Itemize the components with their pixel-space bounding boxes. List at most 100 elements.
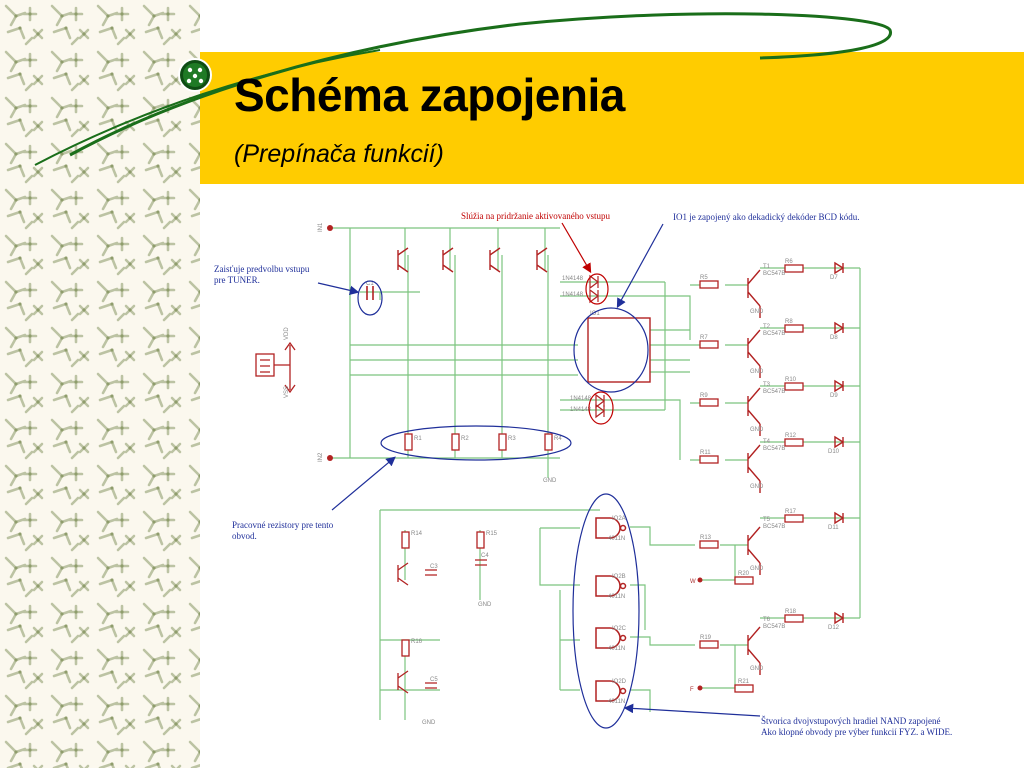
component-label: R2 [461,436,469,442]
component-label: 1N4148 [562,276,584,282]
component-label: T5 [763,517,771,523]
arrow-preselect [317,282,360,296]
component-label: R15 [486,531,498,537]
component-label: 4011N [608,699,625,705]
component-label: R5 [700,275,708,281]
component-label: R12 [785,433,797,439]
component-label: IO1 [590,311,600,317]
component-label: R14 [411,531,423,537]
component-label: GND [750,309,764,315]
component-label: GND [750,427,764,433]
component-label: R21 [738,679,750,685]
component-label: R10 [785,377,797,383]
component-label: GND [750,566,764,572]
component-label: R20 [738,571,750,577]
annotation-holding: Slúžia na pridržanie aktivovaného vstupu [461,211,610,221]
component-label: GND [750,666,764,672]
component-label: IO2A [612,516,626,522]
component-label: T2 [763,324,771,330]
component-label: T4 [763,439,771,445]
highlight-io1 [573,307,649,393]
component-label: R9 [700,393,708,399]
highlight-diodes-top [585,273,609,305]
component-label: R1 [414,436,422,442]
component-label: D9 [830,393,838,399]
annotation-line: Zaisťuje predvolbu vstupu [214,264,310,274]
component-label: D8 [830,335,838,341]
component-label: C3 [430,564,438,570]
component-label: W [690,579,696,585]
component-label: T1 [763,264,771,270]
component-label: IO2C [612,626,627,632]
annotation-resistors: Pracovné rezistory pre tento obvod. [232,520,333,542]
annotation-line: Štvorica dvojvstupových hradiel NAND zap… [761,716,941,726]
component-label: T6 [763,617,771,623]
highlight-resistors [380,425,572,461]
arrow-io1 [616,223,664,309]
component-label: D12 [828,625,840,631]
component-label: IO2D [612,679,627,685]
component-label: T3 [763,382,771,388]
component-label: C1 [366,281,374,287]
component-label: R13 [700,535,712,541]
component-label: 1N4148 [562,292,584,298]
component-label: 1N4148 [570,407,592,413]
component-label: BC547B [763,271,785,277]
component-label: D11 [828,525,839,531]
annotation-line: Ako klopné obvody pre výber funkcií FYZ.… [761,727,953,737]
component-label: GND [750,484,764,490]
decorative-pattern [0,0,200,768]
component-label: 4011N [608,594,625,600]
component-label: 1N4148 [570,396,592,402]
arrow-nand [623,703,761,717]
component-label: GND [543,478,557,484]
component-label: R7 [700,335,708,341]
component-label: BC547B [763,524,785,530]
component-label: BC547B [763,446,785,452]
component-label: F [690,687,694,693]
component-label: R16 [411,639,423,645]
component-label: BC547B [763,624,785,630]
supply-label: VDD [284,327,290,340]
annotation-line: pre TUNER. [214,275,260,285]
component-label: BC547B [763,389,785,395]
component-label: R8 [785,319,793,325]
annotation-preselect: Zaisťuje predvolbu vstupu pre TUNER. [214,264,309,286]
component-label: 4011N [608,536,625,542]
component-label: GND [478,602,492,608]
annotation-io1: IO1 je zapojený ako dekadický dekóder BC… [673,212,860,222]
component-label: C4 [481,553,489,559]
input-label: IN1 [318,222,324,232]
component-label: R4 [554,436,562,442]
component-label: R17 [785,509,797,515]
supply-label: VSS [284,386,290,398]
component-label: R19 [700,635,712,641]
annotation-line: Pracovné rezistory pre tento [232,520,334,530]
component-label: D10 [828,449,840,455]
decorative-sidebar [0,0,200,768]
component-label: C5 [430,677,438,683]
highlight-c1 [357,280,383,316]
component-label: R18 [785,609,797,615]
component-label: R6 [785,259,793,265]
highlight-diodes-mid [588,391,614,425]
page-subtitle: (Prepínača funkcií) [234,140,444,168]
component-label: R3 [508,436,516,442]
component-label: BC547B [763,331,785,337]
component-label: R11 [700,450,711,456]
component-label: IO2B [612,574,626,580]
component-label: GND [422,720,436,726]
component-label: GND [750,369,764,375]
annotation-line: obvod. [232,531,257,541]
arrow-resistors [331,456,396,511]
page-title: Schéma zapojenia [234,69,625,121]
arrow-holding [561,222,592,274]
component-label: D7 [830,275,838,281]
input-label: IN2 [318,452,324,462]
annotation-nand: Štvorica dvojvstupových hradiel NAND zap… [761,716,952,738]
highlight-nand-gates [572,493,640,729]
